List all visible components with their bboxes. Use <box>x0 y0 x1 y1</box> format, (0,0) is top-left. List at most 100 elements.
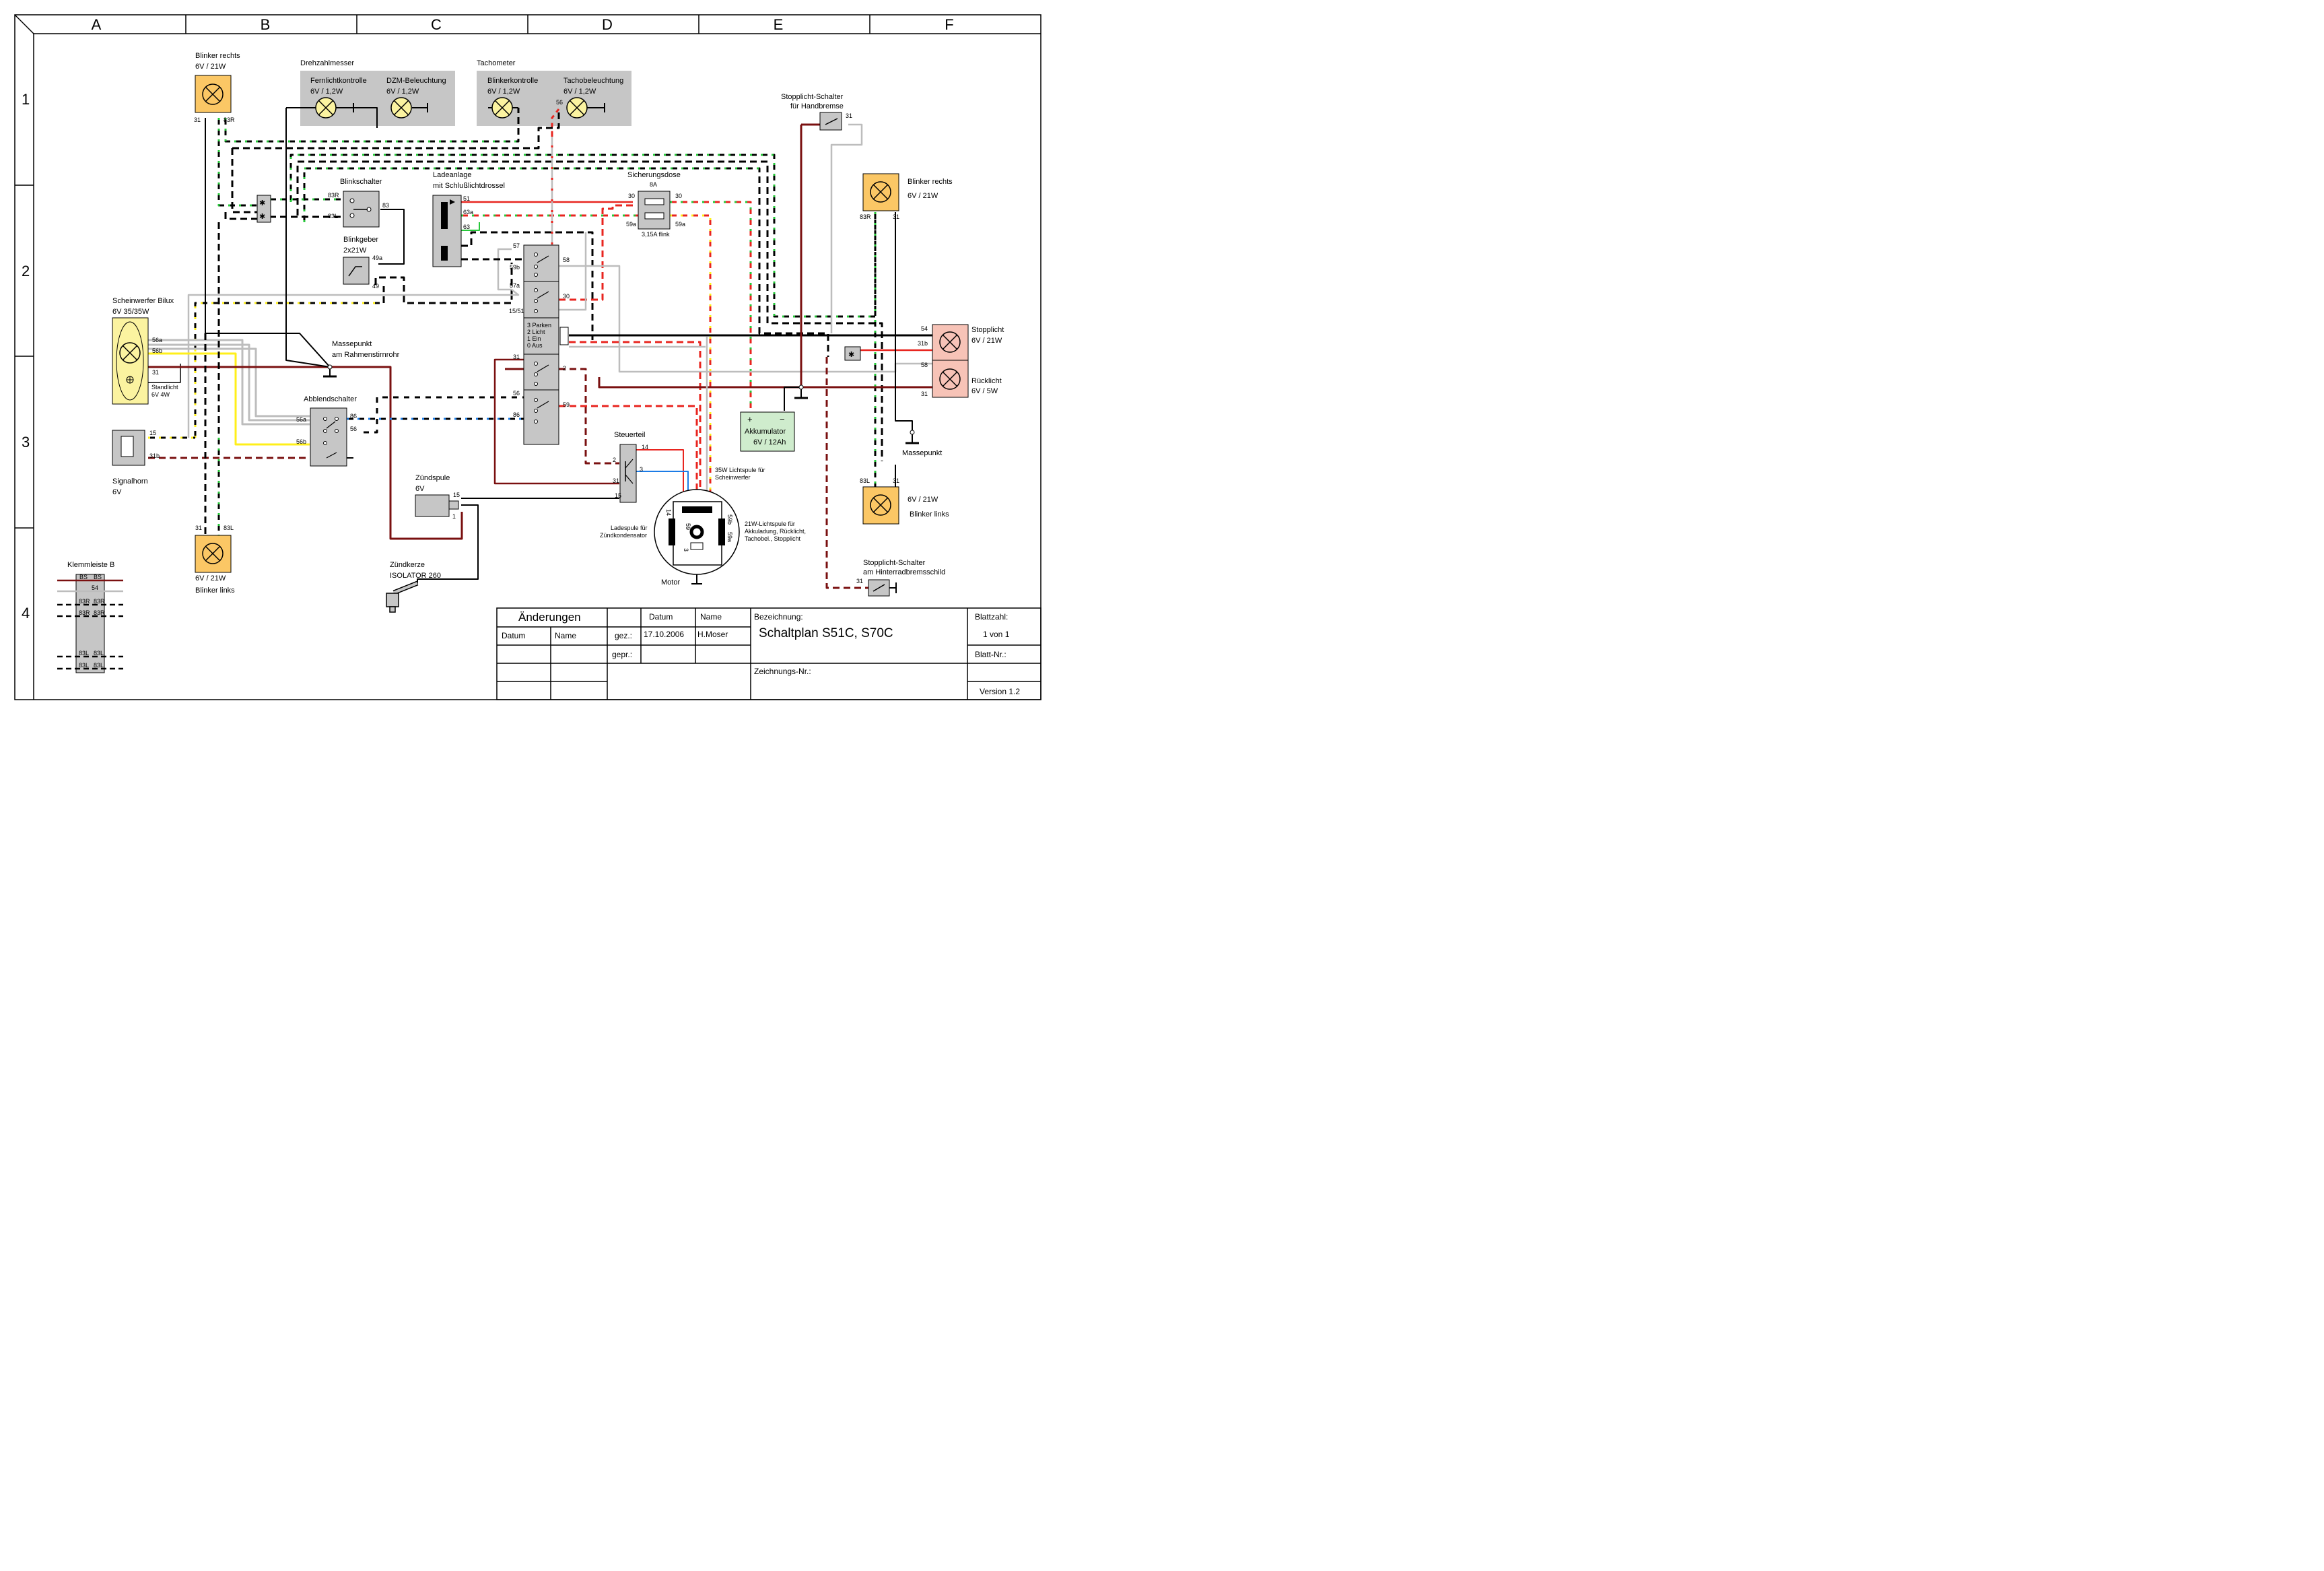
svg-text:49: 49 <box>372 283 379 290</box>
ruecklicht: Rücklicht 6V / 5W 58 31 <box>921 360 1002 398</box>
svg-text:30: 30 <box>628 193 635 199</box>
svg-text:3: 3 <box>640 466 643 473</box>
svg-text:Blinker rechts: Blinker rechts <box>908 178 953 186</box>
svg-text:56a: 56a <box>152 337 162 343</box>
svg-text:Tachobel., Stopplicht: Tachobel., Stopplicht <box>745 535 801 542</box>
svg-text:59: 59 <box>563 401 570 408</box>
lichtspule-35w-label: 35W Lichtspule für Scheinwerfer <box>715 467 765 481</box>
svg-text:83R: 83R <box>94 598 105 605</box>
svg-text:Blinkerkontrolle: Blinkerkontrolle <box>487 77 538 85</box>
svg-text:Motor: Motor <box>661 578 680 587</box>
blinker-links-bottom: 31 83L 6V / 21W Blinker links <box>195 525 235 595</box>
row-label-2: 2 <box>22 263 30 279</box>
svg-text:BS: BS <box>94 574 102 580</box>
svg-text:83L: 83L <box>328 213 338 220</box>
svg-text:83: 83 <box>382 202 389 209</box>
svg-text:1 Ein: 1 Ein <box>527 335 541 342</box>
svg-text:2: 2 <box>563 365 566 372</box>
svg-text:56a: 56a <box>296 416 306 423</box>
svg-text:Stopplicht-Schalter: Stopplicht-Schalter <box>863 559 926 567</box>
svg-text:6V / 21W: 6V / 21W <box>908 496 938 504</box>
svg-text:57a: 57a <box>510 282 520 289</box>
steuerteil: Steuerteil 14 2 3 31 15 <box>613 431 648 503</box>
svg-text:Blinker links: Blinker links <box>195 587 235 595</box>
col-label-c: C <box>431 16 442 33</box>
svg-text:BS: BS <box>79 574 88 580</box>
svg-text:15: 15 <box>453 492 460 498</box>
svg-text:6V / 1,2W: 6V / 1,2W <box>563 88 596 96</box>
svg-text:51: 51 <box>463 195 470 202</box>
stopplicht: Stopplicht 6V / 21W 54 31b <box>918 324 1004 361</box>
svg-text:✱: ✱ <box>259 213 265 221</box>
svg-text:Blinker links: Blinker links <box>910 510 949 519</box>
svg-text:3: 3 <box>683 548 689 551</box>
motor: 59 14 59b 59a 3 Motor Ladespule für Zünd… <box>600 489 806 587</box>
svg-text:86: 86 <box>513 411 520 418</box>
svg-text:30: 30 <box>563 293 570 300</box>
svg-text:Massepunkt: Massepunkt <box>332 340 372 348</box>
svg-text:59a: 59a <box>626 221 636 228</box>
abblendschalter: Abblendschalter 56a 56b 86 56 <box>296 395 357 467</box>
svg-text:15/51: 15/51 <box>509 308 524 314</box>
blinker-links-right: 83L 31 6V / 21W Blinker links <box>860 477 949 525</box>
zeichnungsnr-label: Zeichnungs-Nr.: <box>754 667 811 676</box>
drehzahlmesser: Drehzahlmesser Fernlichtkontrolle 6V / 1… <box>300 59 446 119</box>
svg-text:Signalhorn: Signalhorn <box>112 477 148 486</box>
svg-text:31: 31 <box>613 477 619 484</box>
svg-text:3,15A flink: 3,15A flink <box>642 231 670 238</box>
svg-text:Ladespule für: Ladespule für <box>611 525 648 531</box>
svg-text:58: 58 <box>563 257 570 263</box>
svg-text:Blinkgeber: Blinkgeber <box>343 236 378 244</box>
svg-text:Steuerteil: Steuerteil <box>614 431 645 439</box>
svg-text:31: 31 <box>152 369 159 376</box>
svg-text:6V / 21W: 6V / 21W <box>971 337 1002 345</box>
svg-text:63: 63 <box>463 224 470 230</box>
svg-text:6V / 1,2W: 6V / 1,2W <box>386 88 419 96</box>
aenderungen-name-col: Name <box>555 631 576 640</box>
connector-f3: ✱ <box>844 346 861 361</box>
svg-text:56b: 56b <box>152 347 162 354</box>
row-label-3: 3 <box>22 434 30 450</box>
svg-text:59b: 59b <box>726 514 733 525</box>
svg-text:59a: 59a <box>675 221 685 228</box>
svg-text:Akkumulator: Akkumulator <box>745 428 786 436</box>
svg-text:59: 59 <box>685 523 691 530</box>
svg-text:83R: 83R <box>79 609 90 616</box>
svg-text:35W Lichtspule für: 35W Lichtspule für <box>715 467 765 473</box>
svg-text:6V / 1,2W: 6V / 1,2W <box>487 88 520 96</box>
svg-text:31: 31 <box>513 354 520 360</box>
tachometer: Tachometer Blinkerkontrolle 6V / 1,2W Ta… <box>477 59 623 119</box>
svg-text:Massepunkt: Massepunkt <box>902 449 942 457</box>
gez-label: gez.: <box>615 631 632 640</box>
svg-text:Rücklicht: Rücklicht <box>971 377 1002 385</box>
zuendkerze: Zündkerze ISOLATOR 260 <box>386 561 441 613</box>
svg-text:6V 4W: 6V 4W <box>151 391 170 398</box>
blattnr-label: Blatt-Nr.: <box>975 650 1006 659</box>
gepr-label: gepr.: <box>612 650 632 659</box>
stopplicht-schalter-handbremse: Stopplicht-Schalter für Handbremse 31 <box>781 93 852 131</box>
blattzahl-label: Blattzahl: <box>975 612 1008 622</box>
svg-text:31b: 31b <box>918 340 928 347</box>
svg-text:83L: 83L <box>94 650 104 657</box>
svg-text:14: 14 <box>665 509 672 516</box>
blinkschalter: Blinkschalter 83R 83L 83 <box>328 178 389 228</box>
svg-text:83R: 83R <box>94 609 105 616</box>
svg-text:83L: 83L <box>79 662 89 669</box>
svg-text:Tachometer: Tachometer <box>477 59 516 67</box>
svg-text:83R: 83R <box>224 116 235 123</box>
svg-text:Scheinwerfer: Scheinwerfer <box>715 474 751 481</box>
svg-text:58: 58 <box>921 362 928 368</box>
svg-text:Stopplicht-Schalter: Stopplicht-Schalter <box>781 93 844 101</box>
svg-text:30: 30 <box>675 193 682 199</box>
svg-text:59b: 59b <box>510 264 520 271</box>
massepunkt-right: Massepunkt <box>794 385 942 457</box>
svg-text:Standlicht: Standlicht <box>151 384 178 391</box>
svg-text:86: 86 <box>350 413 357 420</box>
sicherungsdose: Sicherungsdose 8A 30 30 59a 59a 3,15A fl… <box>626 171 685 238</box>
wires <box>148 107 932 589</box>
svg-text:49a: 49a <box>372 255 382 261</box>
svg-text:ISOLATOR 260: ISOLATOR 260 <box>390 572 441 580</box>
connector-b2: ✱ ✱ <box>257 195 271 223</box>
wiring-diagram: A B C D E F 1 2 3 4 <box>14 14 1041 700</box>
svg-text:56: 56 <box>350 426 357 432</box>
